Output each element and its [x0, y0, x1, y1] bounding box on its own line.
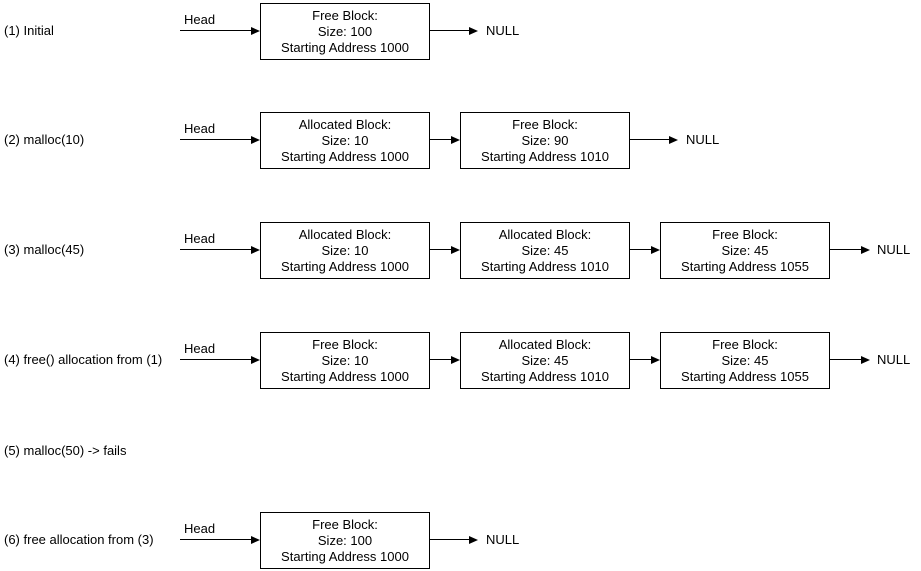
block-address: Starting Address 1010 [481, 148, 609, 164]
head-arrow-line [180, 30, 252, 32]
arrowhead-icon [251, 356, 260, 364]
block-size: Size: 10 [321, 352, 369, 368]
null-label: NULL [486, 532, 520, 547]
block-size: Size: 100 [317, 23, 373, 39]
block-title: Allocated Block: [298, 116, 392, 132]
block-size: Size: 100 [317, 532, 373, 548]
block-title: Allocated Block: [498, 226, 592, 242]
block-address: Starting Address 1000 [281, 368, 409, 384]
null-arrow-line [630, 139, 670, 141]
block-address: Starting Address 1010 [481, 368, 609, 384]
link-arrow-line [630, 359, 652, 361]
arrowhead-icon [451, 136, 460, 144]
null-label: NULL [877, 352, 911, 367]
null-label: NULL [686, 132, 720, 147]
row-label: (6) free allocation from (3) [4, 532, 154, 547]
row-label: (2) malloc(10) [4, 132, 85, 147]
link-arrow-line [430, 139, 452, 141]
block-address: Starting Address 1000 [281, 148, 409, 164]
null-arrow-line [430, 30, 470, 32]
block-title: Free Block: [712, 226, 778, 242]
arrowhead-icon [469, 27, 478, 35]
memory-block: Allocated Block: Size: 10 Starting Addre… [260, 112, 430, 169]
link-arrow-line [430, 359, 452, 361]
row-label: (1) Initial [4, 23, 54, 38]
link-arrow-line [430, 249, 452, 251]
arrowhead-icon [651, 356, 660, 364]
block-size: Size: 10 [321, 242, 369, 258]
arrowhead-icon [469, 536, 478, 544]
block-address: Starting Address 1000 [281, 548, 409, 564]
null-arrow-line [430, 539, 470, 541]
null-label: NULL [877, 242, 911, 257]
block-address: Starting Address 1010 [481, 258, 609, 274]
arrowhead-icon [669, 136, 678, 144]
head-label: Head [184, 521, 216, 536]
block-title: Free Block: [312, 516, 378, 532]
block-size: Size: 45 [721, 352, 769, 368]
memory-block: Allocated Block: Size: 45 Starting Addre… [460, 222, 630, 279]
block-title: Allocated Block: [498, 336, 592, 352]
head-label: Head [184, 341, 216, 356]
block-size: Size: 45 [721, 242, 769, 258]
block-address: Starting Address 1000 [281, 258, 409, 274]
head-arrow-line [180, 359, 252, 361]
arrowhead-icon [451, 356, 460, 364]
row-label: (4) free() allocation from (1) [4, 352, 163, 367]
arrowhead-icon [651, 246, 660, 254]
block-title: Allocated Block: [298, 226, 392, 242]
arrowhead-icon [251, 246, 260, 254]
head-arrow-line [180, 249, 252, 251]
block-title: Free Block: [312, 336, 378, 352]
arrowhead-icon [251, 27, 260, 35]
memory-block: Free Block: Size: 45 Starting Address 10… [660, 222, 830, 279]
memory-block: Free Block: Size: 100 Starting Address 1… [260, 512, 430, 569]
block-size: Size: 45 [521, 242, 569, 258]
arrowhead-icon [861, 356, 870, 364]
block-address: Starting Address 1055 [681, 258, 809, 274]
memory-block: Free Block: Size: 90 Starting Address 10… [460, 112, 630, 169]
null-arrow-line [830, 249, 862, 251]
block-title: Free Block: [312, 7, 378, 23]
arrowhead-icon [251, 136, 260, 144]
row-label: (5) malloc(50) -> fails [4, 443, 127, 458]
arrowhead-icon [451, 246, 460, 254]
memory-block: Free Block: Size: 100 Starting Address 1… [260, 3, 430, 60]
null-arrow-line [830, 359, 862, 361]
memory-block: Allocated Block: Size: 10 Starting Addre… [260, 222, 430, 279]
block-size: Size: 10 [321, 132, 369, 148]
arrowhead-icon [861, 246, 870, 254]
head-arrow-line [180, 139, 252, 141]
head-arrow-line [180, 539, 252, 541]
head-label: Head [184, 231, 216, 246]
block-title: Free Block: [512, 116, 578, 132]
block-title: Free Block: [712, 336, 778, 352]
arrowhead-icon [251, 536, 260, 544]
block-size: Size: 45 [521, 352, 569, 368]
block-address: Starting Address 1055 [681, 368, 809, 384]
block-size: Size: 90 [521, 132, 569, 148]
link-arrow-line [630, 249, 652, 251]
head-label: Head [184, 121, 216, 136]
null-label: NULL [486, 23, 520, 38]
head-label: Head [184, 12, 216, 27]
row-label: (3) malloc(45) [4, 242, 85, 257]
memory-block: Allocated Block: Size: 45 Starting Addre… [460, 332, 630, 389]
block-address: Starting Address 1000 [281, 39, 409, 55]
memory-block: Free Block: Size: 10 Starting Address 10… [260, 332, 430, 389]
memory-block: Free Block: Size: 45 Starting Address 10… [660, 332, 830, 389]
